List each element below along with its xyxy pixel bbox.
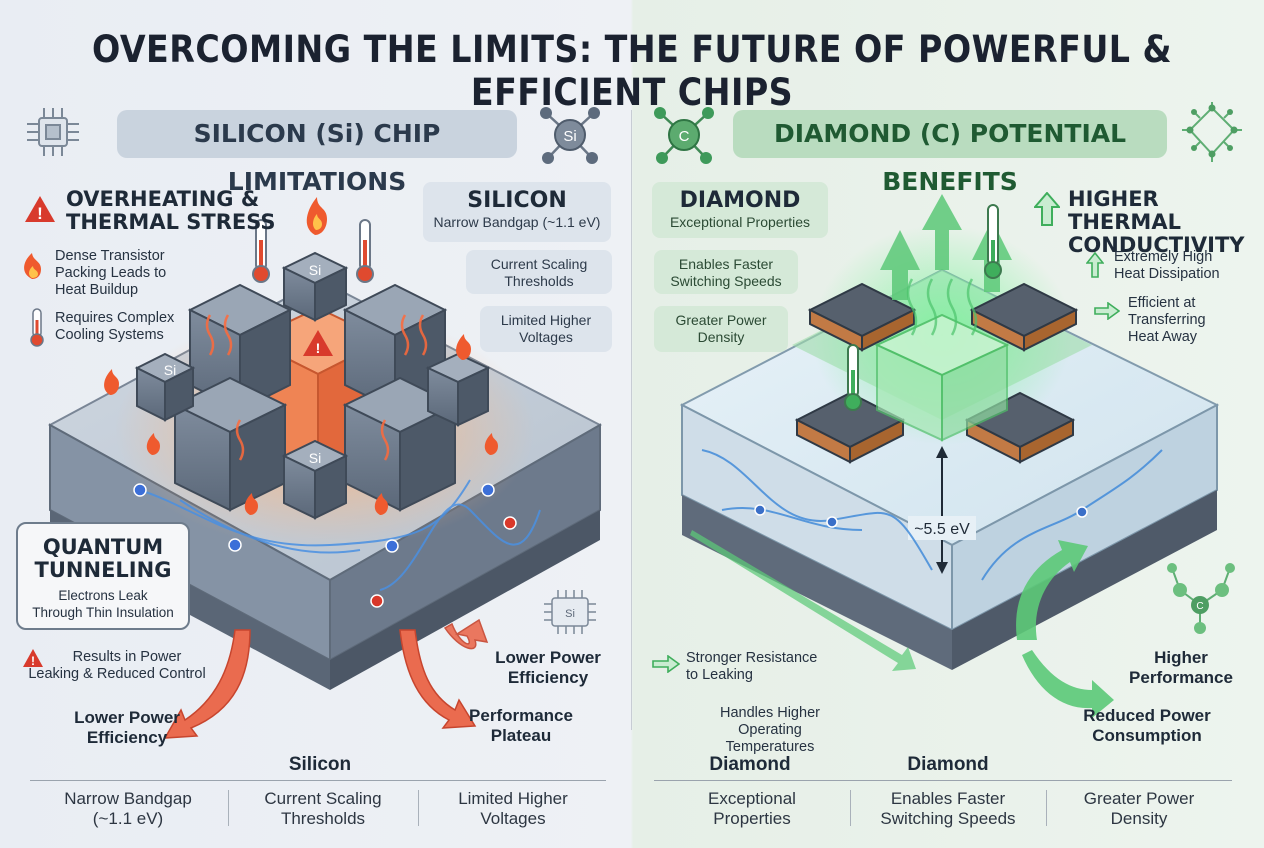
- warning-icon-center: !: [316, 340, 321, 356]
- diamond-lattice-icon: [1182, 102, 1242, 162]
- up-arrow-small-icon: [1086, 252, 1104, 278]
- diamond-chip-illustration: ~5.5 eV C: [679, 194, 1235, 718]
- warning-small-icon: !: [23, 649, 43, 668]
- footer-silicon-head: Silicon: [288, 754, 352, 775]
- svg-text:!: !: [37, 204, 43, 223]
- silicon-atom-icon: Si: [540, 107, 600, 164]
- svg-text:Si: Si: [565, 608, 575, 620]
- footer-silicon-rule: [30, 780, 606, 781]
- svg-text:!: !: [31, 654, 35, 668]
- thermometer-small-icon: [30, 308, 44, 347]
- overheating-title: OVERHEATING &THERMAL STRESS: [66, 187, 276, 234]
- diamond-header: DIAMOND (C) POTENTIAL BENEFITS: [733, 110, 1167, 196]
- footer-sep: [1046, 790, 1047, 826]
- silicon-atom-label: Si: [563, 128, 576, 145]
- carbon-molecule-icon: C: [1167, 563, 1235, 634]
- footer-sep: [228, 790, 229, 826]
- footer-diamond-rule: [654, 780, 1232, 781]
- chip-icon: [27, 108, 79, 156]
- footer-sep: [418, 790, 419, 826]
- right-arrow-small-icon: [1094, 302, 1120, 320]
- warning-icon: !: [25, 196, 55, 223]
- si-block-label-top: Si: [309, 262, 321, 278]
- footer-sep: [850, 790, 851, 826]
- thermometer-icon: [252, 219, 374, 283]
- up-arrow-icon: [1034, 192, 1060, 226]
- silicon-card-main: SILICON Narrow Bandgap (~1.1 eV): [423, 182, 611, 242]
- diamond-bandgap-label: ~5.5 eV: [914, 521, 970, 538]
- si-chip-icon: [544, 590, 596, 634]
- footer-si-cell-1: Narrow Bandgap(~1.1 eV): [64, 789, 192, 828]
- carbon-atom-label: C: [679, 128, 690, 145]
- footer-diamond-head-2: Diamond: [907, 754, 989, 775]
- flame-icon: [24, 253, 41, 279]
- diamond-card-main: DIAMOND Exceptional Properties: [652, 182, 828, 238]
- carbon-atom-icon: C: [654, 107, 714, 164]
- right-arrow-icon: [652, 655, 680, 673]
- si-block-label-bottom: Si: [309, 450, 321, 466]
- silicon-header: SILICON (Si) CHIP LIMITATIONS: [117, 110, 517, 196]
- center-divider: [631, 110, 632, 730]
- thermometer-green-icon: [844, 204, 1002, 411]
- svg-text:C: C: [1196, 601, 1203, 612]
- quantum-tunneling-callout: QUANTUM TUNNELING Electrons Leak Through…: [16, 522, 190, 630]
- si-block-label-left: Si: [164, 362, 176, 378]
- silicon-chip-illustration: ! Si Si Si: [47, 197, 603, 739]
- footer-diamond-head-1: Diamond: [709, 754, 791, 775]
- page-title: OVERCOMING THE LIMITS: THE FUTURE OF POW…: [91, 28, 1173, 114]
